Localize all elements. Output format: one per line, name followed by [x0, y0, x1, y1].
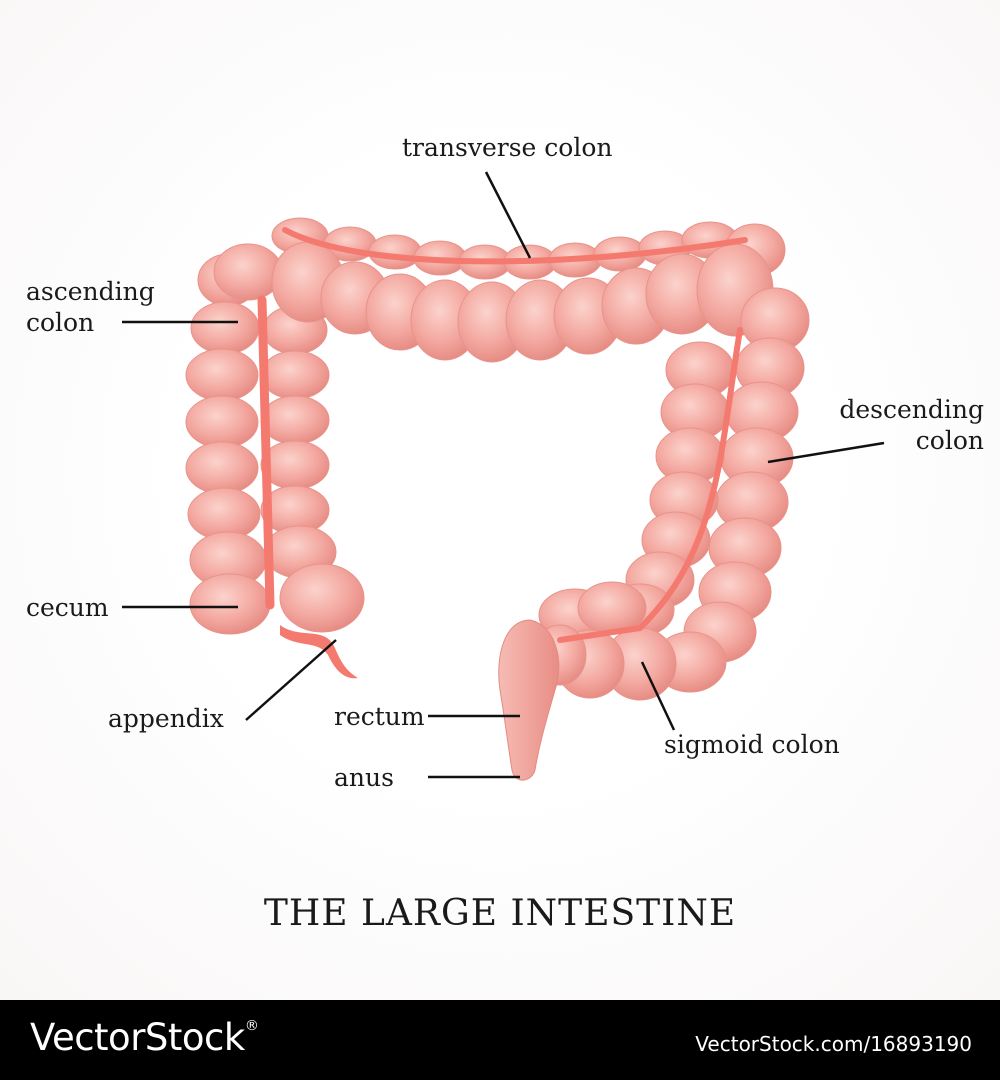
label-descending-line1: descending — [839, 395, 984, 424]
label-transverse-colon: transverse colon — [402, 133, 613, 162]
brand-name: VectorStock — [30, 1016, 245, 1059]
label-rectum: rectum — [334, 702, 425, 731]
label-appendix: appendix — [108, 704, 224, 733]
label-sigmoid-colon: sigmoid colon — [664, 730, 840, 759]
label-ascending-line1: ascending — [26, 277, 155, 306]
label-ascending-line2: colon — [26, 308, 95, 337]
diagram-canvas: transverse colon ascending colon descend… — [0, 0, 1000, 1000]
haustrum-13 — [260, 395, 330, 445]
brand-mark: ® — [244, 1018, 259, 1034]
diagram-title: THE LARGE INTESTINE — [263, 893, 737, 934]
large-intestine-illustration — [122, 171, 885, 781]
stock-id: VectorStock.com/16893190 — [695, 1032, 972, 1056]
leader-transverse — [484, 171, 532, 259]
colon-haustra — [185, 217, 810, 701]
appendix-shape — [280, 625, 358, 679]
label-anus: anus — [334, 763, 394, 792]
haustrum-19 — [185, 348, 259, 402]
leader-descending — [767, 441, 885, 464]
haustrum-18 — [190, 301, 260, 355]
rectum-shape — [498, 619, 560, 781]
transverse-vessel — [282, 227, 748, 265]
label-cecum: cecum — [26, 593, 109, 622]
watermark-footer: VectorStock® VectorStock.com/16893190 — [0, 1000, 1000, 1080]
leader-appendix — [245, 639, 337, 721]
leader-sigmoid — [640, 661, 676, 731]
descending-vessel — [557, 327, 743, 643]
vessel-lines — [257, 227, 748, 643]
haustrum-25 — [279, 563, 365, 633]
haustrum-26 — [213, 243, 283, 301]
haustrum-24 — [189, 573, 271, 635]
ascending-vessel — [257, 295, 275, 610]
brand-logo: VectorStock® — [30, 1016, 259, 1059]
haustrum-12 — [260, 350, 330, 400]
leader-lines — [122, 171, 885, 779]
label-ascending-colon: ascending colon — [26, 276, 155, 338]
label-descending-colon: descending colon — [820, 394, 984, 456]
haustrum-20 — [185, 395, 259, 449]
label-descending-line2: colon — [915, 426, 984, 455]
haustrum-21 — [185, 441, 259, 495]
